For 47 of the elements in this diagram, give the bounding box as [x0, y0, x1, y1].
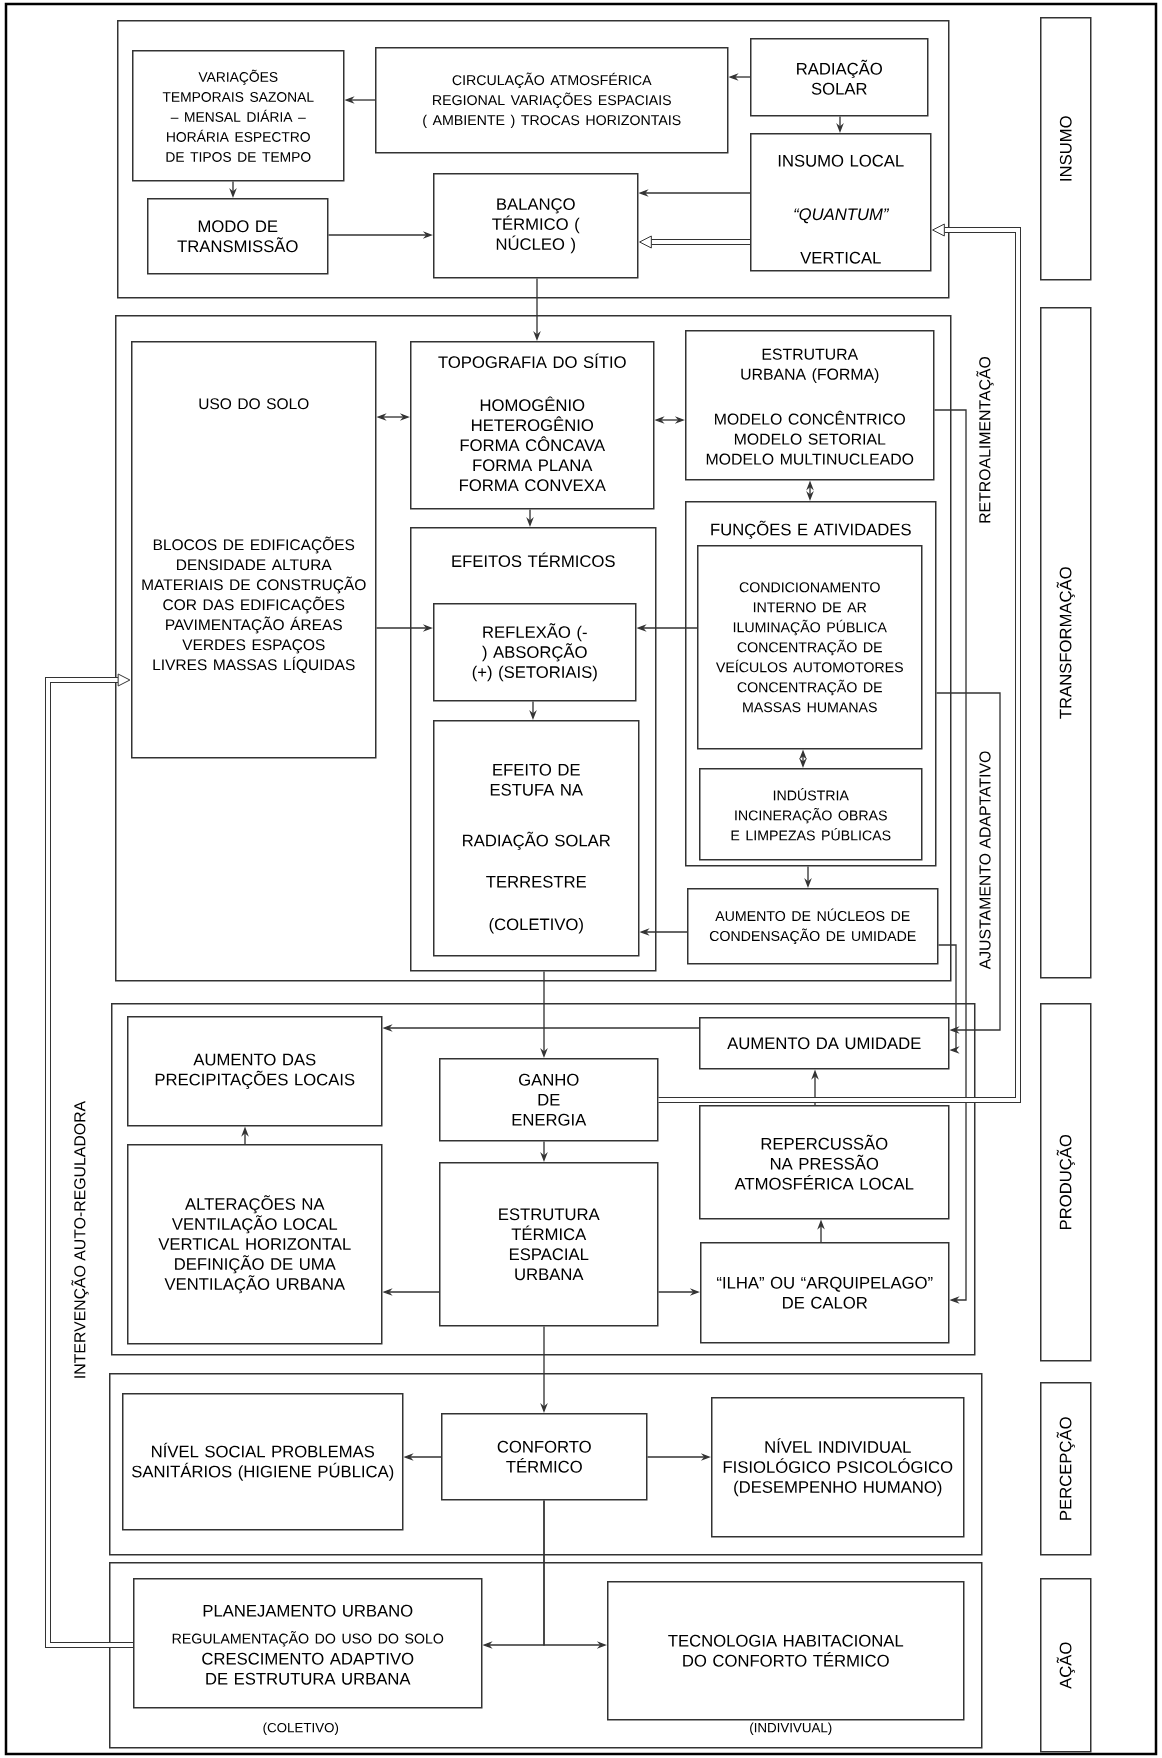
process-box: NÍVEL INDIVIDUAL FISIOLÓGICO PSICOLÓGICO (DESEMPENHO HUMANO) [711, 1397, 965, 1538]
edge-label: AJUSTAMENTO ADAPTATIVO [977, 748, 993, 972]
arrow [933, 409, 967, 1304]
stage-frame [109, 1373, 983, 1556]
double-arrow [658, 223, 1021, 1103]
stage-band: TRANSFORMAÇÃO [1040, 307, 1092, 979]
arrow [935, 692, 1001, 1034]
stage-band: PRODUÇÃO [1040, 1003, 1092, 1362]
process-box: REPERCUSSÃO NA PRESSÃO ATMOSFÉRICA LOCAL [699, 1105, 950, 1220]
process-box: INSUMO LOCAL “QUANTUM” VERTICAL [750, 133, 932, 272]
note-text: (COLETIVO) [263, 1722, 339, 1735]
double-arrow [45, 673, 133, 1648]
process-box: EFEITO DE ESTUFA NA RADIAÇÃO SOLAR TERRESTRE (COLETIVO) [433, 720, 640, 957]
process-box: GANHO DE ENERGIA [439, 1058, 659, 1142]
edge-label: INTERVENÇÃO AUTO-REGULADORA [69, 1099, 91, 1381]
process-box: ALTERAÇÕES NA VENTILAÇÃO LOCAL VERTICAL HORIZONTAL DEFINIÇÃO DE UMA VENTILAÇÃO URBANA [127, 1144, 383, 1345]
process-box: AUMENTO DA UMIDADE [699, 1017, 950, 1070]
process-box: MODO DE TRANSMISSÃO [147, 198, 329, 275]
process-box: AUMENTO DE NÚCLEOS DE CONDENSAÇÃO DE UMIDADE [687, 888, 939, 965]
process-box: INDÚSTRIA INCINERAÇÃO OBRAS E LIMPEZAS PÚBLICAS [699, 768, 923, 861]
process-box: ESTRUTURA URBANA (FORMA) MODELO CONCÊNTRICO MODELO SETORIAL MODELO MULTINUCLEADO [685, 330, 935, 481]
process-box: PLANEJAMENTO URBANO REGULAMENTAÇÃO DO USO DO SOLO CRESCIMENTO ADAPTIVO DE ESTRUTURA URBANA [133, 1578, 483, 1709]
double-arrow [639, 235, 750, 249]
process-box: BALANÇO TÉRMICO ( NÚCLEO ) [433, 173, 639, 279]
process-box: ESTRUTURA TÉRMICA ESPACIAL URBANA [439, 1162, 659, 1327]
process-box: REFLEXÃO (-) ABSORÇÃO (+) (SETORIAIS) [433, 603, 637, 702]
stage-frame [111, 1003, 976, 1356]
process-box: CONFORTO TÉRMICO [441, 1413, 648, 1501]
process-box: “ILHA” OU “ARQUIPELAGO” DE CALOR [700, 1242, 950, 1344]
stage-band: INSUMO [1040, 17, 1092, 281]
process-box: AUMENTO DAS PRECIPITAÇÕES LOCAIS [127, 1016, 383, 1127]
process-box: NÍVEL SOCIAL PROBLEMAS SANITÁRIOS (HIGIENE PÚBLICA) [122, 1393, 404, 1531]
edge-label: RETROALIMENTAÇÃO [974, 354, 996, 526]
stage-band: AÇÃO [1040, 1578, 1092, 1753]
arrow [937, 944, 960, 1054]
process-box: TECNOLOGIA HABITACIONAL DO CONFORTO TÉRMICO [607, 1581, 965, 1721]
process-box: CONDICIONAMENTO INTERNO DE AR ILUMINAÇÃO PÚBLICA CONCENTRAÇÃO DE VEÍCULOS AUTOMOTORES CONCENTRAÇÃO DE MASSAS HUMANAS [697, 545, 923, 750]
stage-band: PERCEPÇÃO [1040, 1382, 1092, 1556]
note-text: (INDIVIVUAL) [750, 1722, 832, 1735]
process-box: RADIAÇÃO SOLAR [750, 38, 929, 117]
process-box: USO DO SOLO BLOCOS DE EDIFICAÇÕES DENSIDADE ALTURA MATERIAIS DE CONSTRUÇÃO COR DAS EDIFICAÇÕES PAVIMENTAÇÃO ÁREAS VERDES ESPAÇOS LIVRES MASSAS LÍQUIDAS [131, 341, 377, 759]
stage-frame [109, 1562, 983, 1749]
process-box: VARIAÇÕES TEMPORAIS SAZONAL – MENSAL DIÁRIA – HORÁRIA ESPECTRO DE TIPOS DE TEMPO [132, 50, 345, 182]
process-box: TOPOGRAFIA DO SÍTIO HOMOGÊNIO HETEROGÊNIO FORMA CÔNCAVA FORMA PLANA FORMA CONVEXA [410, 341, 655, 510]
process-box: CIRCULAÇÃO ATMOSFÉRICA REGIONAL VARIAÇÕES ESPACIAIS ( AMBIENTE ) TROCAS HORIZONTAIS [375, 47, 729, 154]
stage-frame [115, 315, 952, 982]
stage-frame [117, 20, 950, 299]
